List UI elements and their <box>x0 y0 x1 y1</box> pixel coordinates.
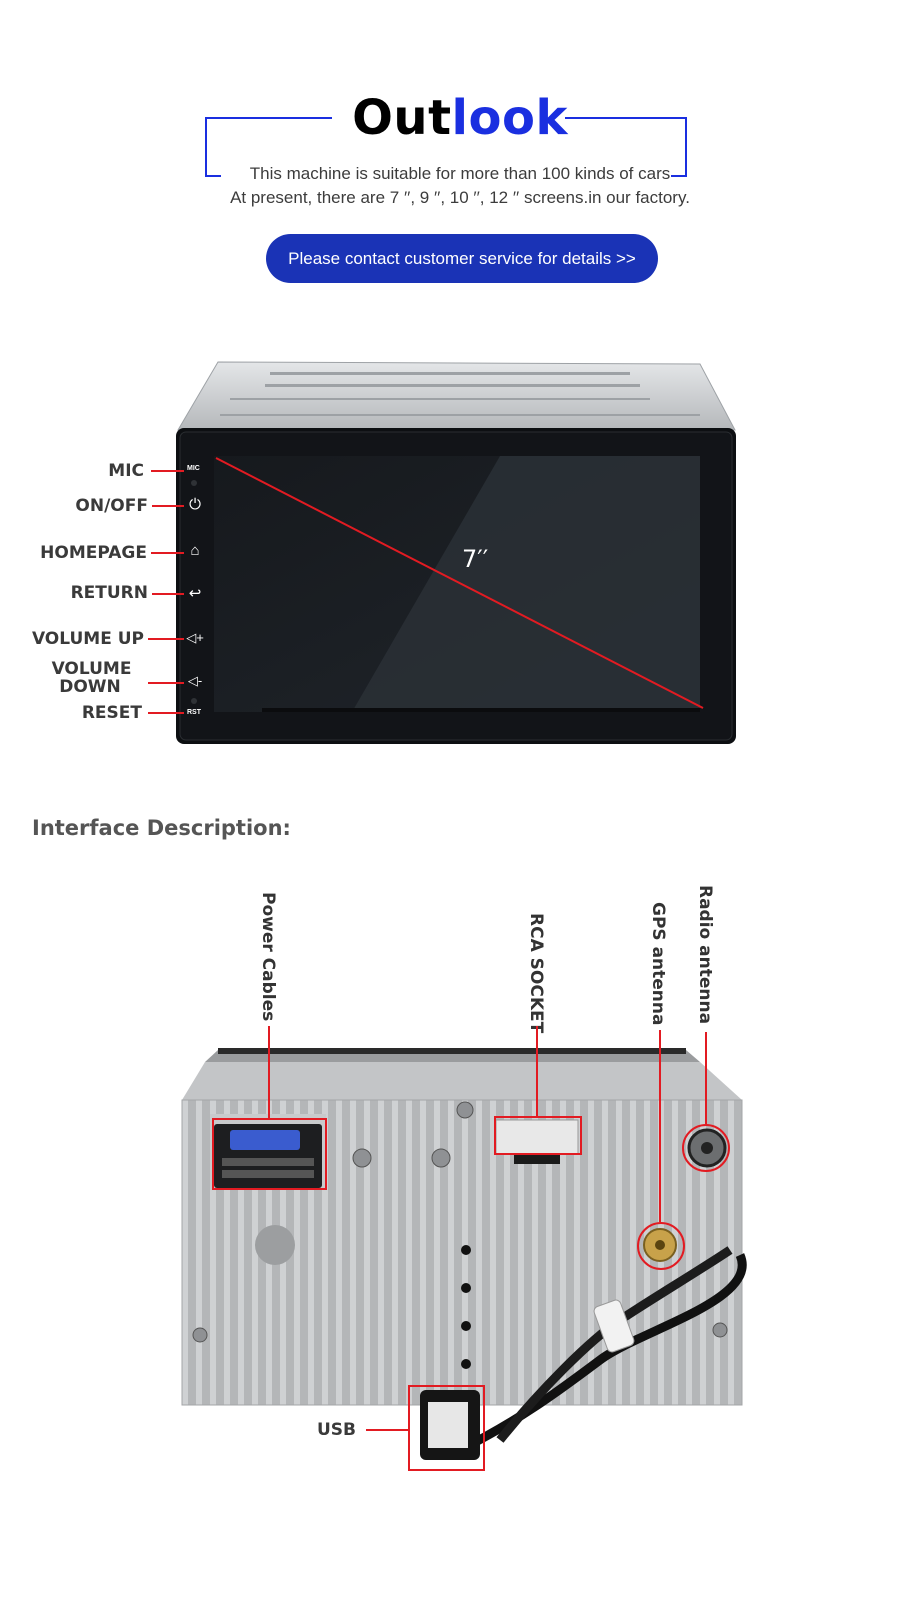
rca-socket-callout <box>494 1116 582 1155</box>
power-cables-callout <box>212 1118 327 1190</box>
leader-line <box>705 1032 707 1124</box>
label-radio-antenna: Radio antenna <box>695 885 715 1025</box>
power-icon[interactable]: ⏻ <box>189 496 201 513</box>
title-part-1: Out <box>352 90 452 146</box>
return-icon[interactable]: ↩ <box>188 585 202 602</box>
label-mic: MIC <box>108 461 144 481</box>
title-frame <box>205 117 687 177</box>
leader-line <box>536 1026 538 1116</box>
leader-line <box>148 682 184 684</box>
mic-icon: MIC <box>187 465 200 472</box>
label-volume-up: VOLUME UP <box>31 629 144 649</box>
leader-line <box>659 1030 661 1222</box>
label-rca-socket: RCA SOCKET <box>526 913 546 1034</box>
label-reset: RESET <box>81 703 142 723</box>
leader-line <box>152 593 184 595</box>
label-volume-down-line-1: VOLUME <box>51 659 132 679</box>
volume-down-icon[interactable]: ◁- <box>187 673 203 688</box>
label-on-off: ON/OFF <box>75 496 148 516</box>
section-heading: Interface Description: <box>32 816 291 840</box>
label-volume-down-line-2: DOWN <box>59 677 121 697</box>
leader-line <box>151 552 184 554</box>
gps-antenna-callout <box>637 1222 685 1270</box>
description-line-2: At present, there are 7 ′′, 9 ′′, 10 ′′,… <box>230 188 690 207</box>
leader-line <box>148 712 184 714</box>
volume-up-icon[interactable]: ◁+ <box>186 630 204 645</box>
label-homepage: HOMEPAGE <box>40 543 147 563</box>
leader-line <box>151 470 184 472</box>
reset-icon: RST <box>187 709 201 716</box>
leader-line <box>268 1026 270 1118</box>
leader-line <box>366 1429 408 1431</box>
description-line-1: This machine is suitable for more than 1… <box>249 164 671 183</box>
screen-size-label: 7′′ <box>462 545 489 573</box>
usb-callout <box>408 1385 485 1471</box>
label-usb: USB <box>316 1420 356 1440</box>
page-title: Outlook <box>0 88 920 148</box>
title-part-2: look <box>451 90 568 146</box>
leader-line <box>148 638 184 640</box>
contact-service-button[interactable]: Please contact customer service for deta… <box>266 234 658 283</box>
radio-antenna-callout <box>682 1124 730 1172</box>
front-device-illustration <box>176 361 736 744</box>
home-icon[interactable]: ⌂ <box>190 542 200 559</box>
label-power-cables: Power Cables <box>258 892 278 1022</box>
leader-line <box>152 505 184 507</box>
label-gps-antenna: GPS antenna <box>648 902 668 1026</box>
label-return: RETURN <box>70 583 148 603</box>
